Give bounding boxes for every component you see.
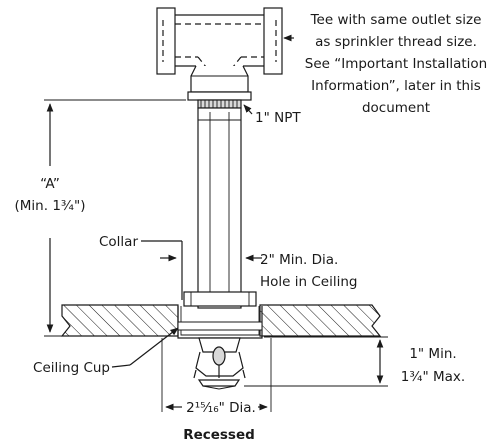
tee-note: Tee with same outlet size as sprinkler t… xyxy=(305,12,487,116)
tee-fitting xyxy=(156,7,283,101)
diameter-label: 2¹⁵⁄₁₆" Dia. xyxy=(186,400,256,416)
sprinkler-head xyxy=(193,337,246,390)
sprinkler-body xyxy=(197,99,242,309)
npt-label: 1" NPT xyxy=(255,110,301,126)
tee-note-line-3: See “Important Installation xyxy=(305,56,487,72)
recess-note-line-2: 1¾" Max. xyxy=(401,369,465,385)
hole-note-line-2: Hole in Ceiling xyxy=(260,274,357,290)
diagram-caption: Recessed xyxy=(183,427,255,443)
tee-note-line-5: document xyxy=(362,100,430,116)
dimension-a-label: “A” xyxy=(40,176,60,192)
npt-leader xyxy=(243,104,253,115)
recess-dimension xyxy=(244,336,388,387)
ceiling xyxy=(60,304,382,337)
dimension-a-min: (Min. 1¾") xyxy=(15,198,86,214)
hole-note-line-1: 2" Min. Dia. xyxy=(260,252,338,268)
tee-note-line-2: as sprinkler thread size. xyxy=(315,34,477,50)
ceiling-cup-label: Ceiling Cup xyxy=(33,360,110,376)
diameter-dimension xyxy=(161,338,272,412)
ceiling-cup-leader xyxy=(129,327,179,366)
collar-label: Collar xyxy=(99,234,138,250)
dimension-a xyxy=(44,99,186,337)
tee-note-line-4: Information”, later in this xyxy=(311,78,481,94)
tee-note-line-1: Tee with same outlet size xyxy=(310,12,482,28)
recess-note-line-1: 1" Min. xyxy=(409,346,456,362)
